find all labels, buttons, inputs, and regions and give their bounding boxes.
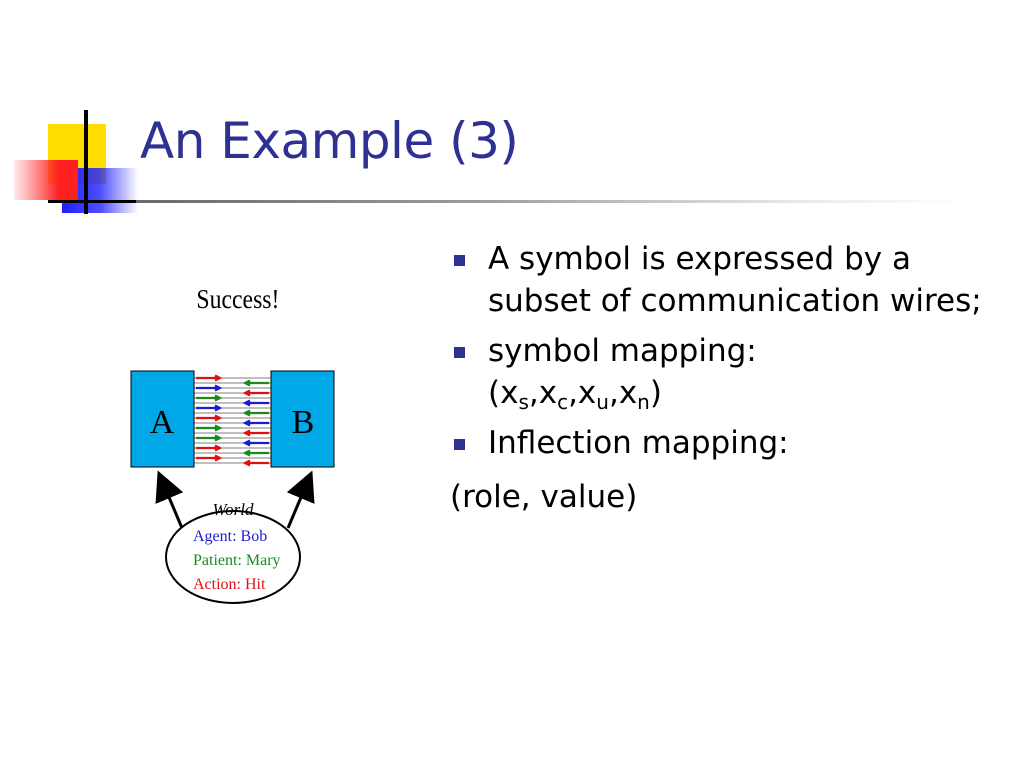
wire-signal-arrow [242,409,269,417]
title-underline [136,200,966,203]
wire-signal-arrow [242,459,269,467]
world-title: World [213,500,254,519]
diagram-caption: Success! [196,284,279,315]
arrow-to-a [155,470,184,529]
wire-signal-arrow [196,394,223,402]
wire-signal-arrow [196,434,223,442]
world-action: Action: Hit [193,576,266,593]
bullet-item-3: Inflection mapping: [450,422,1010,464]
agent-box-b [270,370,335,468]
bullet-text-1: A symbol is expressed by a subset of com… [488,241,982,319]
bullet-item-2: symbol mapping: (xs,xc,xu,xn) [450,330,1010,414]
box-b-label: B [292,404,315,441]
wire-signal-arrow [196,414,223,422]
world-patient: Patient: Mary [193,552,281,569]
bullet-item-1: A symbol is expressed by a subset of com… [450,238,1010,322]
world-agent: Agent: Bob [193,528,267,545]
bullet-text-2-label: symbol mapping: [488,333,757,369]
plain-text-role-value: (role, value) [450,479,638,515]
wire-signal-arrow [242,429,269,437]
agent-box-a [130,370,195,468]
bullet-marker [454,347,465,358]
communication-wires [194,374,271,467]
wire-signal-arrow [196,424,223,432]
bullet-marker [454,439,465,450]
wire-signal-arrow [242,449,269,457]
title-decoration [14,110,140,214]
arrow-to-b [286,470,315,529]
wire-signal-arrow [242,389,269,397]
wire-signal-arrow [242,419,269,427]
world-ellipse [165,510,301,604]
symbol-mapping-formula: (xs,xc,xu,xn) [488,375,662,414]
bullet-list: A symbol is expressed by a subset of com… [450,238,1010,518]
wire-signal-arrow [196,374,223,382]
wire-signal-arrow [242,379,269,387]
wire-signal-arrow [242,439,269,447]
communication-diagram: Success! A B World Agent: Bob Patient: M… [130,284,335,604]
wire-signal-arrow [196,444,223,452]
slide-title: An Example (3) [140,112,519,170]
bullet-text-3: Inflection mapping: [488,425,789,461]
wire-signal-arrow [196,384,223,392]
box-a-label: A [150,404,175,441]
bullet-marker [454,255,465,266]
wire-signal-arrow [196,404,223,412]
wire-signal-arrow [196,454,223,462]
wire-signal-arrow [242,399,269,407]
